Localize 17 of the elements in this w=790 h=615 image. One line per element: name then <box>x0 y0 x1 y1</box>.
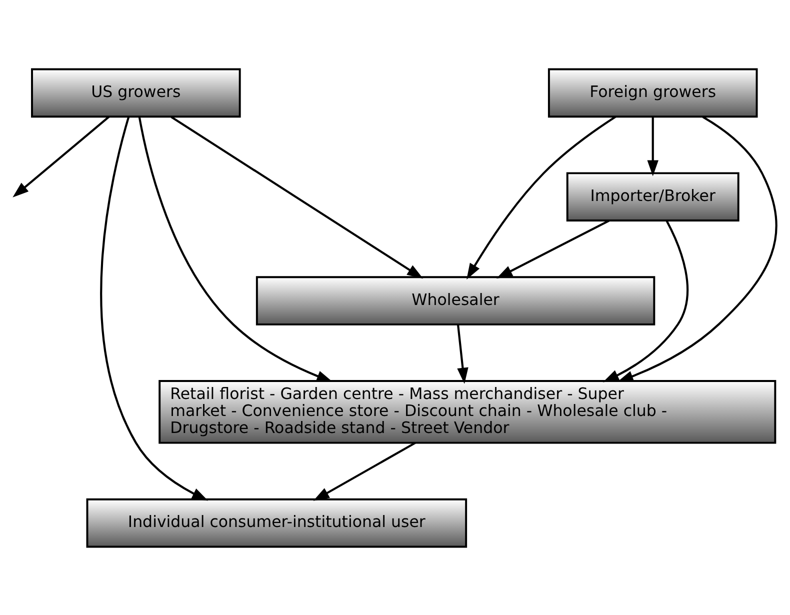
node-box: US growers <box>30 68 240 118</box>
arrow <box>138 116 332 382</box>
arrow <box>170 116 423 278</box>
arrow <box>616 116 777 382</box>
arrow <box>602 220 688 382</box>
arrow <box>12 115 110 197</box>
node-box: Importer/Broker <box>566 172 739 222</box>
arrow <box>100 116 208 500</box>
arrow <box>466 115 616 280</box>
arrow <box>456 324 468 384</box>
node-box: Individual consumer-institutional user <box>86 498 467 548</box>
node-box: Wholesaler <box>255 276 655 325</box>
arrow <box>646 116 658 176</box>
arrow <box>312 441 416 500</box>
arrow <box>496 219 610 278</box>
node-box: Foreign growers <box>547 68 758 118</box>
node-box: Retail florist - Garden centre - Mass merchandiser - Super market - Convenience store - Discount chain - Wholesale club - Drugstore - Roadside stand - Street Vendor <box>158 380 776 444</box>
